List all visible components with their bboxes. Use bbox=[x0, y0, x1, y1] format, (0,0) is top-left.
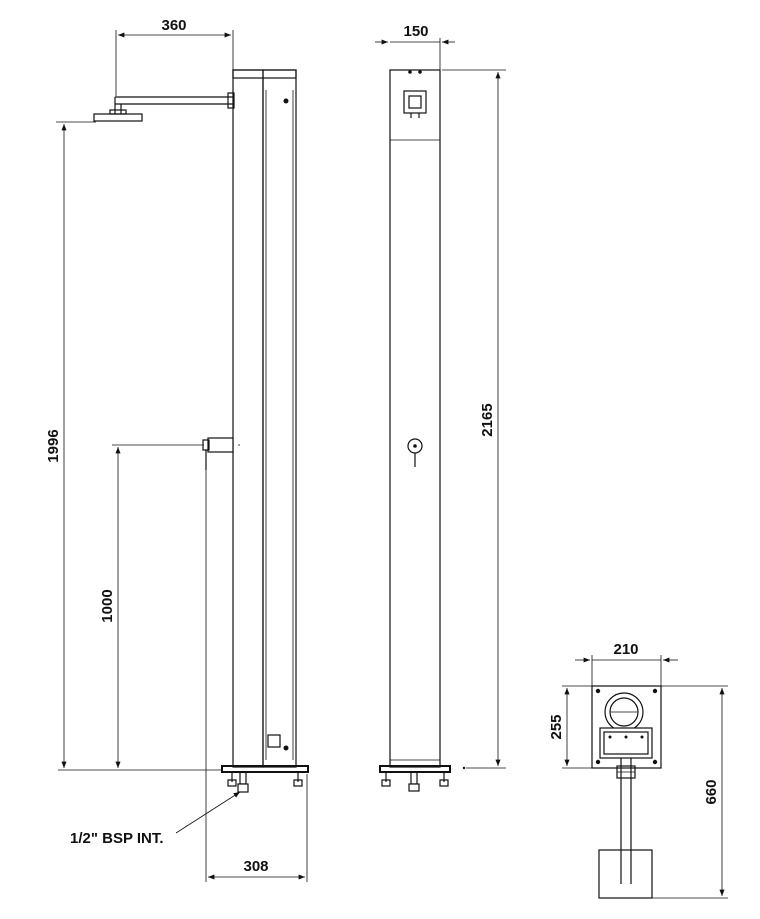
valve-box bbox=[599, 727, 653, 759]
valve-knob-icon bbox=[407, 438, 423, 467]
shower-head-icon bbox=[93, 109, 143, 122]
dim-label-plate-width: 210 bbox=[613, 641, 638, 658]
dim-label-foundation-depth: 660 bbox=[703, 779, 720, 804]
dim-label-plate-depth: 255 bbox=[548, 714, 565, 739]
dimension-255: 255 bbox=[548, 685, 600, 769]
dim-label-base-depth: 308 bbox=[243, 858, 268, 875]
dimension-150: 150 bbox=[375, 23, 455, 70]
drain-icon bbox=[604, 692, 644, 732]
dim-label-arm-length: 360 bbox=[161, 17, 186, 34]
dimension-210: 210 bbox=[575, 641, 678, 686]
dim-label-tap-height: 1000 bbox=[99, 589, 116, 622]
dim-label-showerhead-height: 1996 bbox=[45, 429, 62, 462]
supply-pipe bbox=[616, 758, 636, 884]
shower-arm bbox=[114, 92, 235, 114]
inlet-note: 1/2" BSP INT. bbox=[70, 830, 164, 847]
dimension-660: 660 bbox=[652, 685, 728, 899]
dimension-1000: 1000 bbox=[99, 444, 204, 768]
dim-label-total-height: 2165 bbox=[479, 403, 496, 436]
side-view: 360 1996 1000 308 1/2" BSP INT. bbox=[45, 17, 309, 882]
plan-view: 210 255 660 bbox=[548, 641, 728, 899]
base-plate bbox=[221, 765, 309, 793]
foundation-block bbox=[598, 849, 653, 899]
column-body bbox=[232, 69, 264, 768]
inlet-fitting bbox=[237, 783, 249, 793]
column-front bbox=[389, 69, 441, 768]
outlet-square-icon bbox=[403, 90, 427, 118]
tap-icon bbox=[202, 437, 240, 470]
dimension-1996: 1996 bbox=[45, 121, 222, 771]
front-view: 150 2165 bbox=[375, 23, 506, 792]
dim-label-width: 150 bbox=[403, 23, 428, 40]
column-rear-panel bbox=[262, 69, 297, 768]
dimension-308: 308 bbox=[205, 470, 308, 882]
dimension-360: 360 bbox=[115, 17, 234, 96]
base-plate-plan bbox=[591, 685, 662, 769]
inlet-callout: 1/2" BSP INT. bbox=[70, 791, 241, 847]
dimension-2165: 2165 bbox=[442, 69, 506, 769]
